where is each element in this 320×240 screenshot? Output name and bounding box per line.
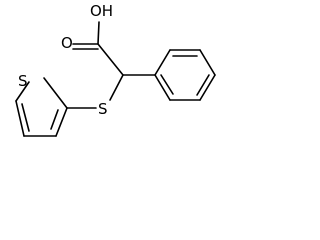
bond-alpha-sulfur bbox=[109, 74, 124, 101]
thiophene-sulfur-label: S bbox=[18, 72, 28, 90]
carbonyl-oxygen-label: O bbox=[61, 34, 73, 52]
chemical-structure-diagram: OH O S S bbox=[15, 2, 216, 137]
bond-carboxyl-c-alpha bbox=[97, 43, 124, 76]
phenyl-ring bbox=[154, 49, 216, 101]
hydroxyl-label: OH bbox=[90, 2, 113, 20]
bond-carboxyl-c-oh bbox=[97, 21, 100, 45]
thioether-sulfur-label: S bbox=[98, 100, 108, 118]
thiophene-ring bbox=[15, 77, 68, 137]
